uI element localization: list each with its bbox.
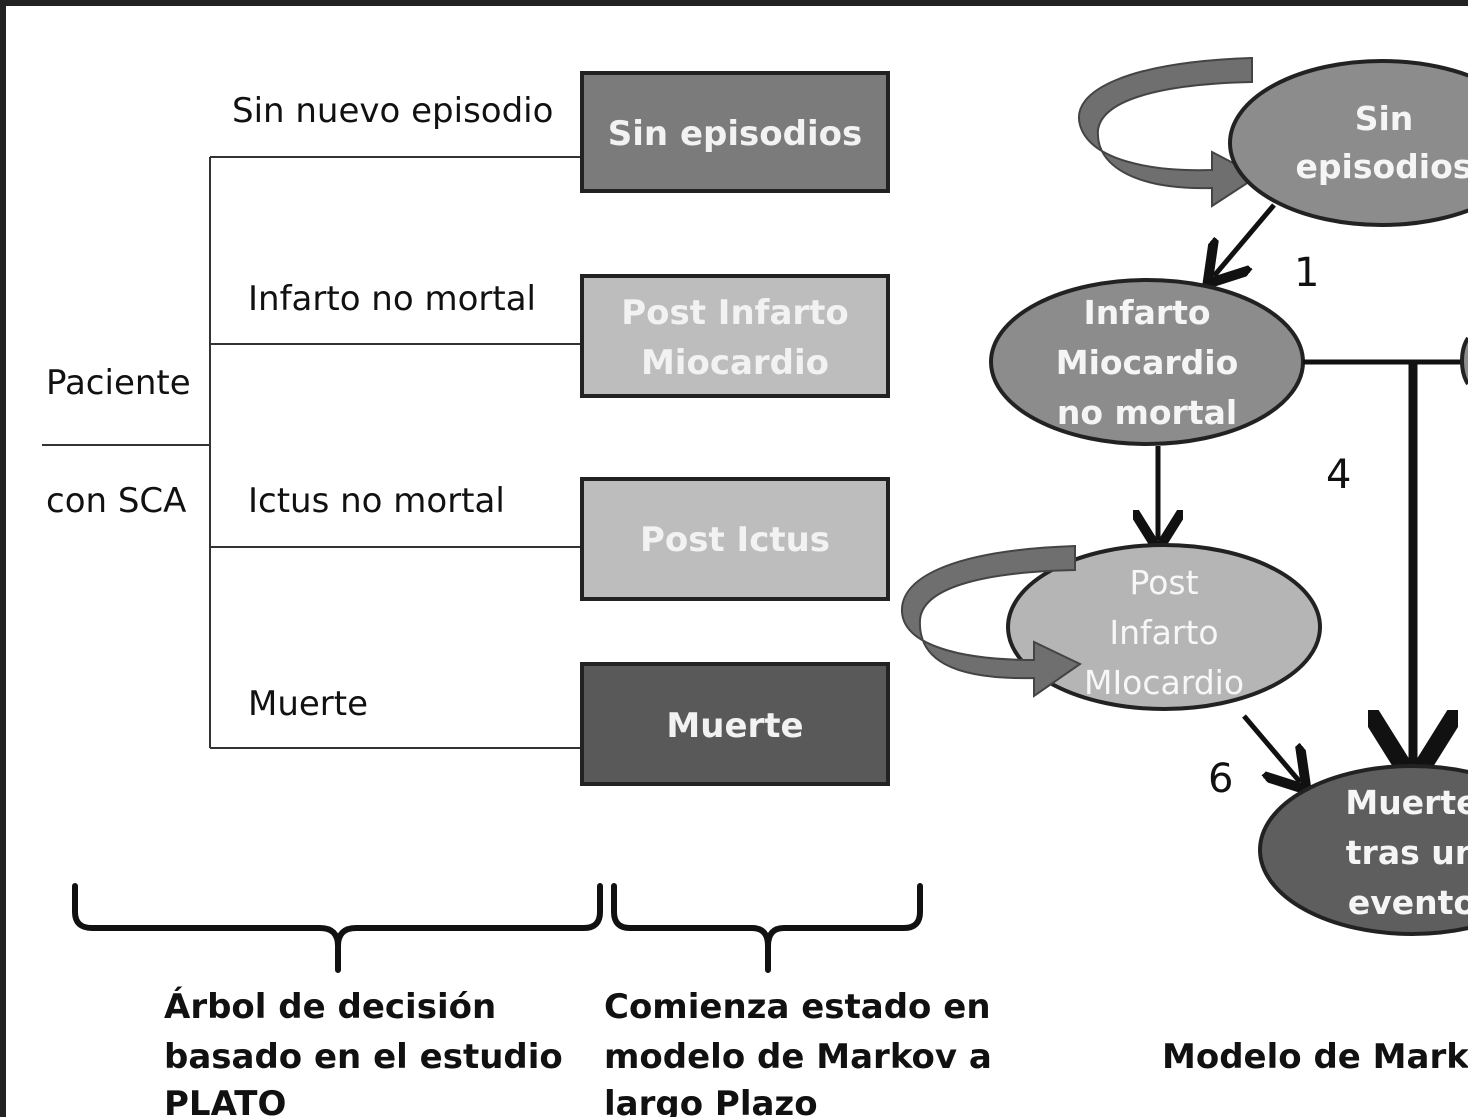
svg-text:largo Plazo: largo Plazo — [604, 1084, 818, 1117]
brace-start — [611, 883, 923, 973]
svg-text:basado en el estudio: basado en el estudio — [164, 1037, 563, 1077]
branch-label-muerte: Muerte — [248, 684, 368, 724]
svg-text:tras un: tras un — [1346, 833, 1468, 872]
markov-node-sin-episodios: Sin episodios — [1228, 59, 1468, 227]
caption-markov: Modelo de Markov — [1162, 1037, 1468, 1077]
state-box-sin-episodios: Sin episodios — [580, 71, 890, 193]
transition-arrow-1 — [1214, 203, 1276, 276]
markov-node-muerte: Muerte tras un evento — [1258, 764, 1468, 936]
self-loop-arrow-post-infarto — [900, 544, 1082, 698]
svg-text:Post: Post — [1129, 563, 1198, 602]
state-box-post-ictus: Post Ictus — [580, 477, 890, 601]
caption-tree: Árbol de decisión basado en el estudio P… — [164, 986, 563, 1117]
markov-node-post-infarto-text: Post Infarto MIocardio — [1084, 563, 1244, 702]
state-box-muerte: Muerte — [580, 662, 890, 786]
svg-text:Sin episodios: Sin episodios — [608, 114, 862, 154]
markov-node-partial-right — [1460, 336, 1468, 386]
svg-text:episodios: episodios — [1296, 147, 1468, 186]
svg-text:modelo de Markov a: modelo de Markov a — [604, 1037, 992, 1077]
svg-text:PLATO: PLATO — [164, 1084, 286, 1117]
svg-text:Muerte: Muerte — [1345, 783, 1468, 822]
transition-line-4 — [1303, 359, 1468, 764]
svg-text:evento: evento — [1348, 883, 1468, 922]
svg-text:Miocardio: Miocardio — [641, 343, 829, 383]
markov-node-post-infarto — [1006, 543, 1322, 711]
svg-text:Miocardio: Miocardio — [1056, 343, 1239, 382]
svg-text:Comienza estado en: Comienza estado en — [604, 987, 991, 1027]
svg-text:Sin: Sin — [1355, 99, 1414, 138]
transition-arrow-6 — [1242, 714, 1300, 782]
svg-text:Post Ictus: Post Ictus — [640, 520, 830, 560]
root-label-con-sca: con SCA — [46, 481, 186, 521]
svg-text:Post Infarto: Post Infarto — [621, 293, 849, 333]
root-label-paciente: Paciente — [46, 363, 191, 403]
transition-number-6: 6 — [1208, 756, 1233, 802]
svg-text:no mortal: no mortal — [1057, 393, 1237, 432]
transition-number-1: 1 — [1294, 250, 1319, 296]
state-box-post-infarto: Post Infarto Miocardio — [580, 274, 890, 398]
brace-tree — [72, 883, 603, 973]
svg-text:Árbol de decisión: Árbol de decisión — [164, 986, 496, 1027]
caption-start: Comienza estado en modelo de Markov a la… — [604, 987, 992, 1117]
svg-text:Infarto: Infarto — [1109, 613, 1218, 652]
svg-text:MIocardio: MIocardio — [1084, 663, 1244, 702]
svg-text:Muerte: Muerte — [666, 706, 803, 746]
tree-lines — [42, 156, 582, 749]
markov-node-infarto-no-mortal: Infarto Miocardio no mortal — [989, 278, 1305, 446]
branch-label-ictus-no-mortal: Ictus no mortal — [248, 481, 505, 521]
transition-number-4: 4 — [1326, 452, 1351, 498]
branch-label-sin-nuevo-episodio: Sin nuevo episodio — [232, 91, 553, 131]
branch-label-infarto-no-mortal: Infarto no mortal — [248, 279, 536, 319]
svg-text:Infarto: Infarto — [1083, 293, 1210, 332]
